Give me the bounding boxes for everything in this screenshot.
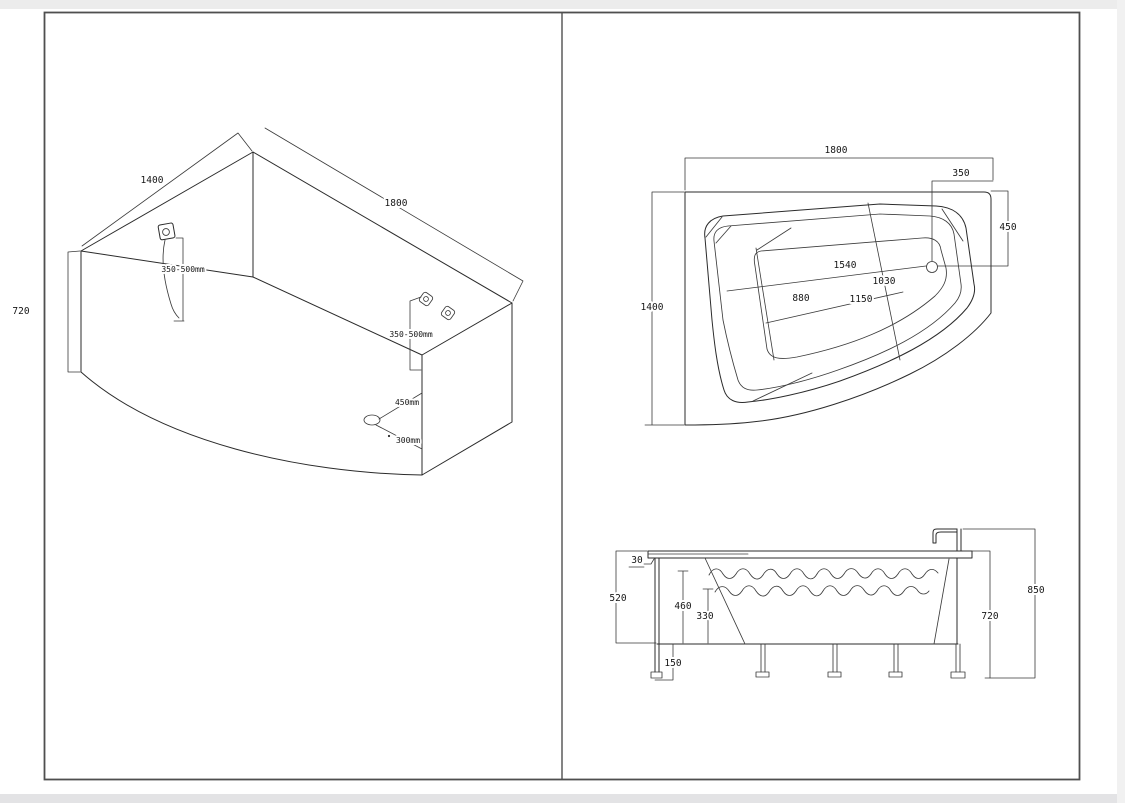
side-waterline-1 [708, 568, 939, 580]
isometric-view: 1400 1800 720 350-500mm 350-500mm 450mm … [10, 127, 524, 476]
dim-label-850: 850 [1027, 585, 1044, 596]
top-rim-inner [713, 213, 962, 391]
top-view: 1800 350 450 1400 1540 1030 880 1150 [639, 143, 1019, 426]
right-margin-strip [1117, 0, 1125, 803]
dim-label-jets-height: 350-500mm [389, 330, 433, 339]
dim-label-1400-top: 1400 [641, 302, 664, 313]
dim-label-520: 520 [609, 593, 626, 604]
dim-label-1150: 1150 [850, 294, 873, 305]
side-dimensions [615, 528, 1036, 681]
dim-label-1030: 1030 [873, 276, 896, 287]
top-corner-chamfers [705, 208, 964, 402]
faucet-spout [932, 528, 962, 552]
dim-label-450mm: 450mm [395, 398, 419, 407]
drain-outlet [363, 414, 381, 426]
top-basin-outline [753, 237, 947, 359]
dim-label-450-top: 450 [999, 222, 1016, 233]
dim-label-300mm: 300mm [396, 436, 420, 445]
iso-right-end-edges [421, 302, 513, 476]
iso-apron-curve [80, 371, 423, 476]
dim-label-880: 880 [792, 293, 809, 304]
top-outer-dimensions [644, 157, 1009, 426]
dim-label-1540: 1540 [834, 260, 857, 271]
dim-label-1800-iso: 1800 [385, 198, 408, 209]
dim-label-350-top: 350 [952, 168, 969, 179]
side-left-leg [654, 557, 660, 673]
side-legs [755, 643, 966, 679]
bottom-margin-strip [0, 794, 1125, 803]
side-waterline-2 [714, 585, 930, 597]
iso-dimensions [67, 127, 524, 450]
top-inner-dimensions [726, 202, 927, 361]
top-drain [926, 261, 938, 273]
jet-fittings [418, 291, 456, 321]
side-left-foot [650, 671, 663, 679]
iso-inner-edges [80, 250, 513, 356]
top-outer-outline [684, 191, 992, 426]
dim-label-1800-top: 1800 [825, 145, 848, 156]
shower-hose [162, 239, 180, 319]
side-basin-walls [704, 557, 950, 645]
hand-shower-fitting [157, 222, 180, 319]
dim-label-1400-iso: 1400 [141, 175, 164, 186]
top-rim-outer [704, 203, 976, 403]
dim-label-150: 150 [664, 658, 681, 669]
dim-label-720-side: 720 [981, 611, 998, 622]
dim-label-460: 460 [674, 601, 691, 612]
dim-label-720-iso: 720 [12, 306, 29, 317]
side-view: 30 520 460 330 150 720 850 [607, 528, 1047, 681]
dim-label-330: 330 [696, 611, 713, 622]
dim-label-hose-height: 350-500mm [161, 265, 205, 274]
side-rim-bar [647, 550, 973, 559]
dim-label-30: 30 [631, 555, 643, 566]
top-margin-strip [0, 0, 1125, 9]
drain-dot [387, 434, 391, 438]
